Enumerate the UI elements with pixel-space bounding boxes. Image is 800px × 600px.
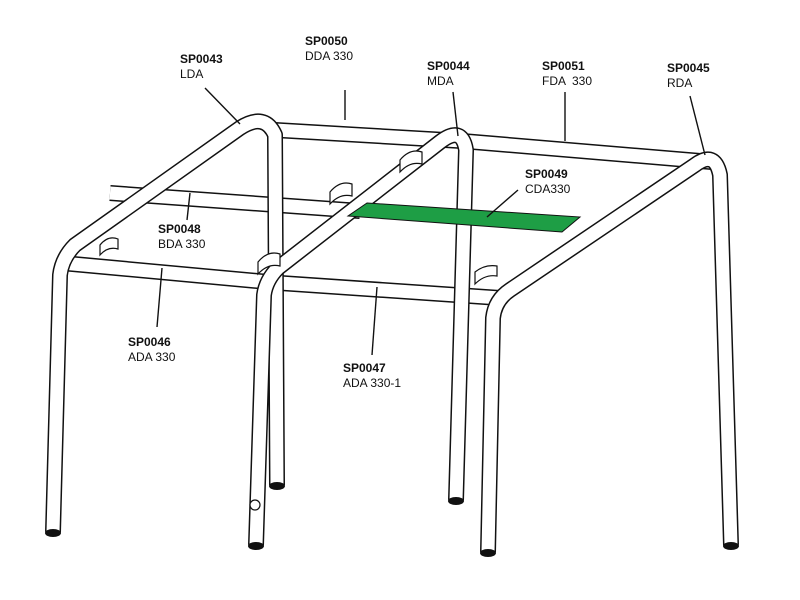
part-name: MDA [427,74,454,88]
part-name: ADA 330 [128,350,176,364]
tube-ada-330 [61,255,269,290]
part-name: ADA 330-1 [343,376,402,390]
part-code: SP0046 [128,335,171,349]
tube-fda-330 [461,133,713,170]
part-code: SP0049 [525,167,568,181]
part-name: BDA 330 [158,237,206,251]
part-code: SP0050 [305,34,348,48]
tube-mda [248,127,474,546]
part-name: LDA [180,67,204,81]
part-name: RDA [667,76,693,90]
part-name: FDA 330 [542,74,593,88]
part-code: SP0043 [180,52,223,66]
part-code: SP0047 [343,361,386,375]
clamp-icons [99,150,498,511]
part-name: CDA330 [525,182,571,196]
leader-lines [156,87,706,356]
part-code: SP0048 [158,222,201,236]
tube-lda [45,113,285,533]
tube-cda330-highlighted [346,202,582,233]
part-code: SP0045 [667,61,710,75]
tube-rda [480,151,739,553]
part-code: SP0051 [542,59,585,73]
part-code: SP0044 [427,59,470,73]
part-name: DDA 330 [305,49,354,63]
tube-end-caps [45,482,739,557]
